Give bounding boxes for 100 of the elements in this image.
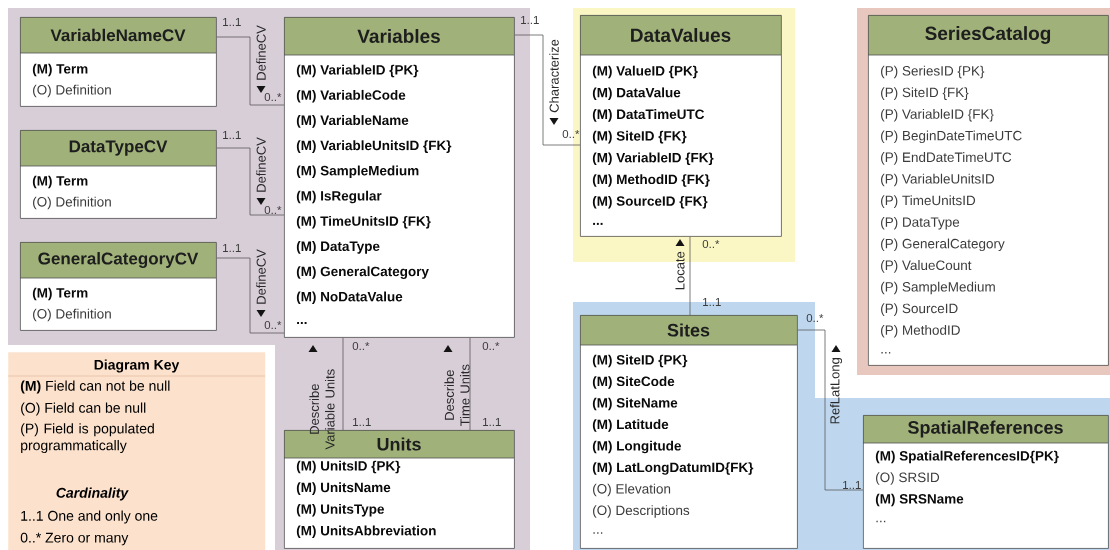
field-text: (M) TimeUnitsID {FK} bbox=[296, 215, 431, 229]
field-text: ... bbox=[876, 520, 886, 523]
cardinality-label: 0..* bbox=[352, 341, 370, 351]
edge-label: Locate bbox=[675, 251, 685, 290]
cardinality-label: 0..* bbox=[806, 313, 824, 323]
entity-table bbox=[579, 15, 782, 237]
cardinality-label: 0..* bbox=[264, 320, 282, 330]
field-text: (M) UnitsName bbox=[296, 482, 391, 495]
table-title: GeneralCategoryCV bbox=[38, 252, 199, 268]
field-text: (P) TimeUnitsID bbox=[881, 195, 976, 208]
field-text: (O) SRSID bbox=[876, 472, 940, 485]
field-text: (P) GeneralCategory bbox=[881, 238, 1005, 252]
cardinality-label: 0..* bbox=[264, 205, 282, 215]
field-text: (P) EndDateTimeUTC bbox=[881, 152, 1012, 165]
edge-label: Describe Variable Units bbox=[309, 369, 335, 450]
connector-line bbox=[469, 337, 471, 431]
entity-table bbox=[19, 242, 217, 331]
field-text: ... bbox=[593, 532, 603, 534]
table-title: Variables bbox=[357, 29, 440, 43]
cardinality-label: 1..1 bbox=[223, 131, 241, 139]
field-text: (P) MethodID bbox=[881, 324, 960, 338]
field-text: (M) Term bbox=[32, 287, 88, 301]
connector-line bbox=[689, 236, 691, 316]
key-text: 1..1 One and only one bbox=[21, 510, 158, 524]
key-panel bbox=[7, 352, 266, 550]
field-text: (M) VariableName bbox=[296, 115, 409, 128]
connector-line bbox=[342, 337, 344, 431]
field-text: (M) VariableCode bbox=[296, 89, 406, 103]
table-title: Sites bbox=[667, 323, 710, 337]
field-text: (P) SourceID bbox=[881, 303, 958, 316]
field-text: (M) MethodID {FK} bbox=[592, 174, 710, 187]
key-text: 0..* Zero or many bbox=[20, 532, 129, 546]
field-text: (M) VariableID {PK} bbox=[296, 64, 419, 78]
entity-table bbox=[862, 415, 1109, 549]
field-text: (O) Definition bbox=[33, 308, 111, 322]
connector-line bbox=[216, 147, 285, 216]
connector-line bbox=[216, 36, 285, 106]
field-text: (P) SiteID {FK} bbox=[881, 87, 969, 100]
cardinality-label: 1..1 bbox=[843, 481, 861, 489]
field-text: (M) Term bbox=[32, 63, 88, 77]
field-text: (M) UnitsType bbox=[296, 503, 384, 517]
edge-label: DefineCV bbox=[256, 137, 266, 192]
entity-table bbox=[19, 17, 217, 107]
field-text: (M) SiteName bbox=[592, 397, 678, 411]
field-text: (M) UnitsAbbreviation bbox=[296, 525, 436, 539]
key-text: (M) Field can not be null bbox=[20, 380, 170, 394]
table-title: VariableNameCV bbox=[50, 28, 186, 42]
edge-label: Describe Time Units bbox=[444, 364, 470, 427]
field-text: (M) ValueID {PK} bbox=[592, 65, 698, 79]
field-text: (M) SRSName bbox=[875, 493, 964, 507]
connector-line bbox=[216, 257, 285, 334]
field-text: (P) ValueCount bbox=[881, 260, 972, 273]
field-text: (M) SiteID {PK} bbox=[592, 354, 688, 368]
field-text: (M) SourceID {FK} bbox=[592, 195, 708, 209]
field-text: (P) SampleMedium bbox=[881, 281, 995, 295]
field-text: (P) VariableID {FK} bbox=[881, 108, 994, 122]
field-text: (P) BeginDateTimeUTC bbox=[881, 130, 1022, 144]
table-title: DataValues bbox=[631, 28, 731, 42]
field-text: (M) SpatialReferencesID{PK} bbox=[875, 450, 1059, 464]
table-title: Units bbox=[377, 437, 421, 451]
field-text: (O) Definition bbox=[33, 196, 111, 210]
field-text: (M) LatLongDatumID{FK} bbox=[592, 462, 754, 475]
field-text: ... bbox=[297, 322, 307, 324]
entity-table bbox=[19, 130, 217, 219]
field-text: (O) Definition bbox=[33, 84, 111, 98]
field-text: (P) VariableUnitsID bbox=[881, 173, 995, 187]
key-title: Diagram Key bbox=[94, 359, 180, 373]
field-text: (M) VariableID {FK} bbox=[592, 152, 714, 166]
field-text: (M) SiteID {FK} bbox=[592, 130, 687, 144]
edge-label: DefineCV bbox=[256, 249, 266, 304]
table-title: SeriesCatalog bbox=[925, 26, 1051, 44]
cardinality-label: 1..1 bbox=[353, 418, 371, 426]
cardinality-label: 0..* bbox=[562, 129, 580, 139]
edge-label: DefineCV bbox=[256, 25, 266, 80]
field-text: (M) SampleMedium bbox=[296, 165, 419, 179]
field-text: (M) Latitude bbox=[592, 419, 669, 432]
field-text: (O) Descriptions bbox=[593, 505, 690, 518]
cardinality-label: 1..1 bbox=[223, 244, 241, 252]
field-text: ... bbox=[593, 222, 603, 225]
edge-label: RefLatLong bbox=[829, 358, 843, 424]
entity-table bbox=[579, 315, 798, 549]
key-text: (O) Field can be null bbox=[21, 402, 146, 416]
cardinality-label: 0..* bbox=[264, 92, 282, 102]
edge-label: Characterize bbox=[549, 39, 559, 113]
connector-line bbox=[514, 34, 581, 146]
field-text: (M) GeneralCategory bbox=[296, 266, 429, 279]
field-text: (M) DataTimeUTC bbox=[592, 109, 705, 122]
entity-table bbox=[283, 17, 515, 338]
field-text: (M) UnitsID {PK} bbox=[296, 460, 401, 474]
table-title: SpatialReferences bbox=[908, 420, 1063, 438]
entity-table bbox=[867, 15, 1109, 366]
cardinality-label: 1..1 bbox=[223, 18, 241, 26]
connector-line bbox=[797, 329, 864, 491]
key-heading: Cardinality bbox=[56, 487, 129, 501]
table-title: DataTypeCV bbox=[69, 140, 168, 156]
field-text: (M) Term bbox=[32, 175, 88, 189]
field-text: (M) VariableUnitsID {FK} bbox=[296, 140, 452, 153]
field-text: (P) DataType bbox=[881, 216, 960, 230]
field-text: (M) IsRegular bbox=[296, 190, 382, 204]
key-text: (P) Field is populated programmatically bbox=[21, 423, 154, 454]
